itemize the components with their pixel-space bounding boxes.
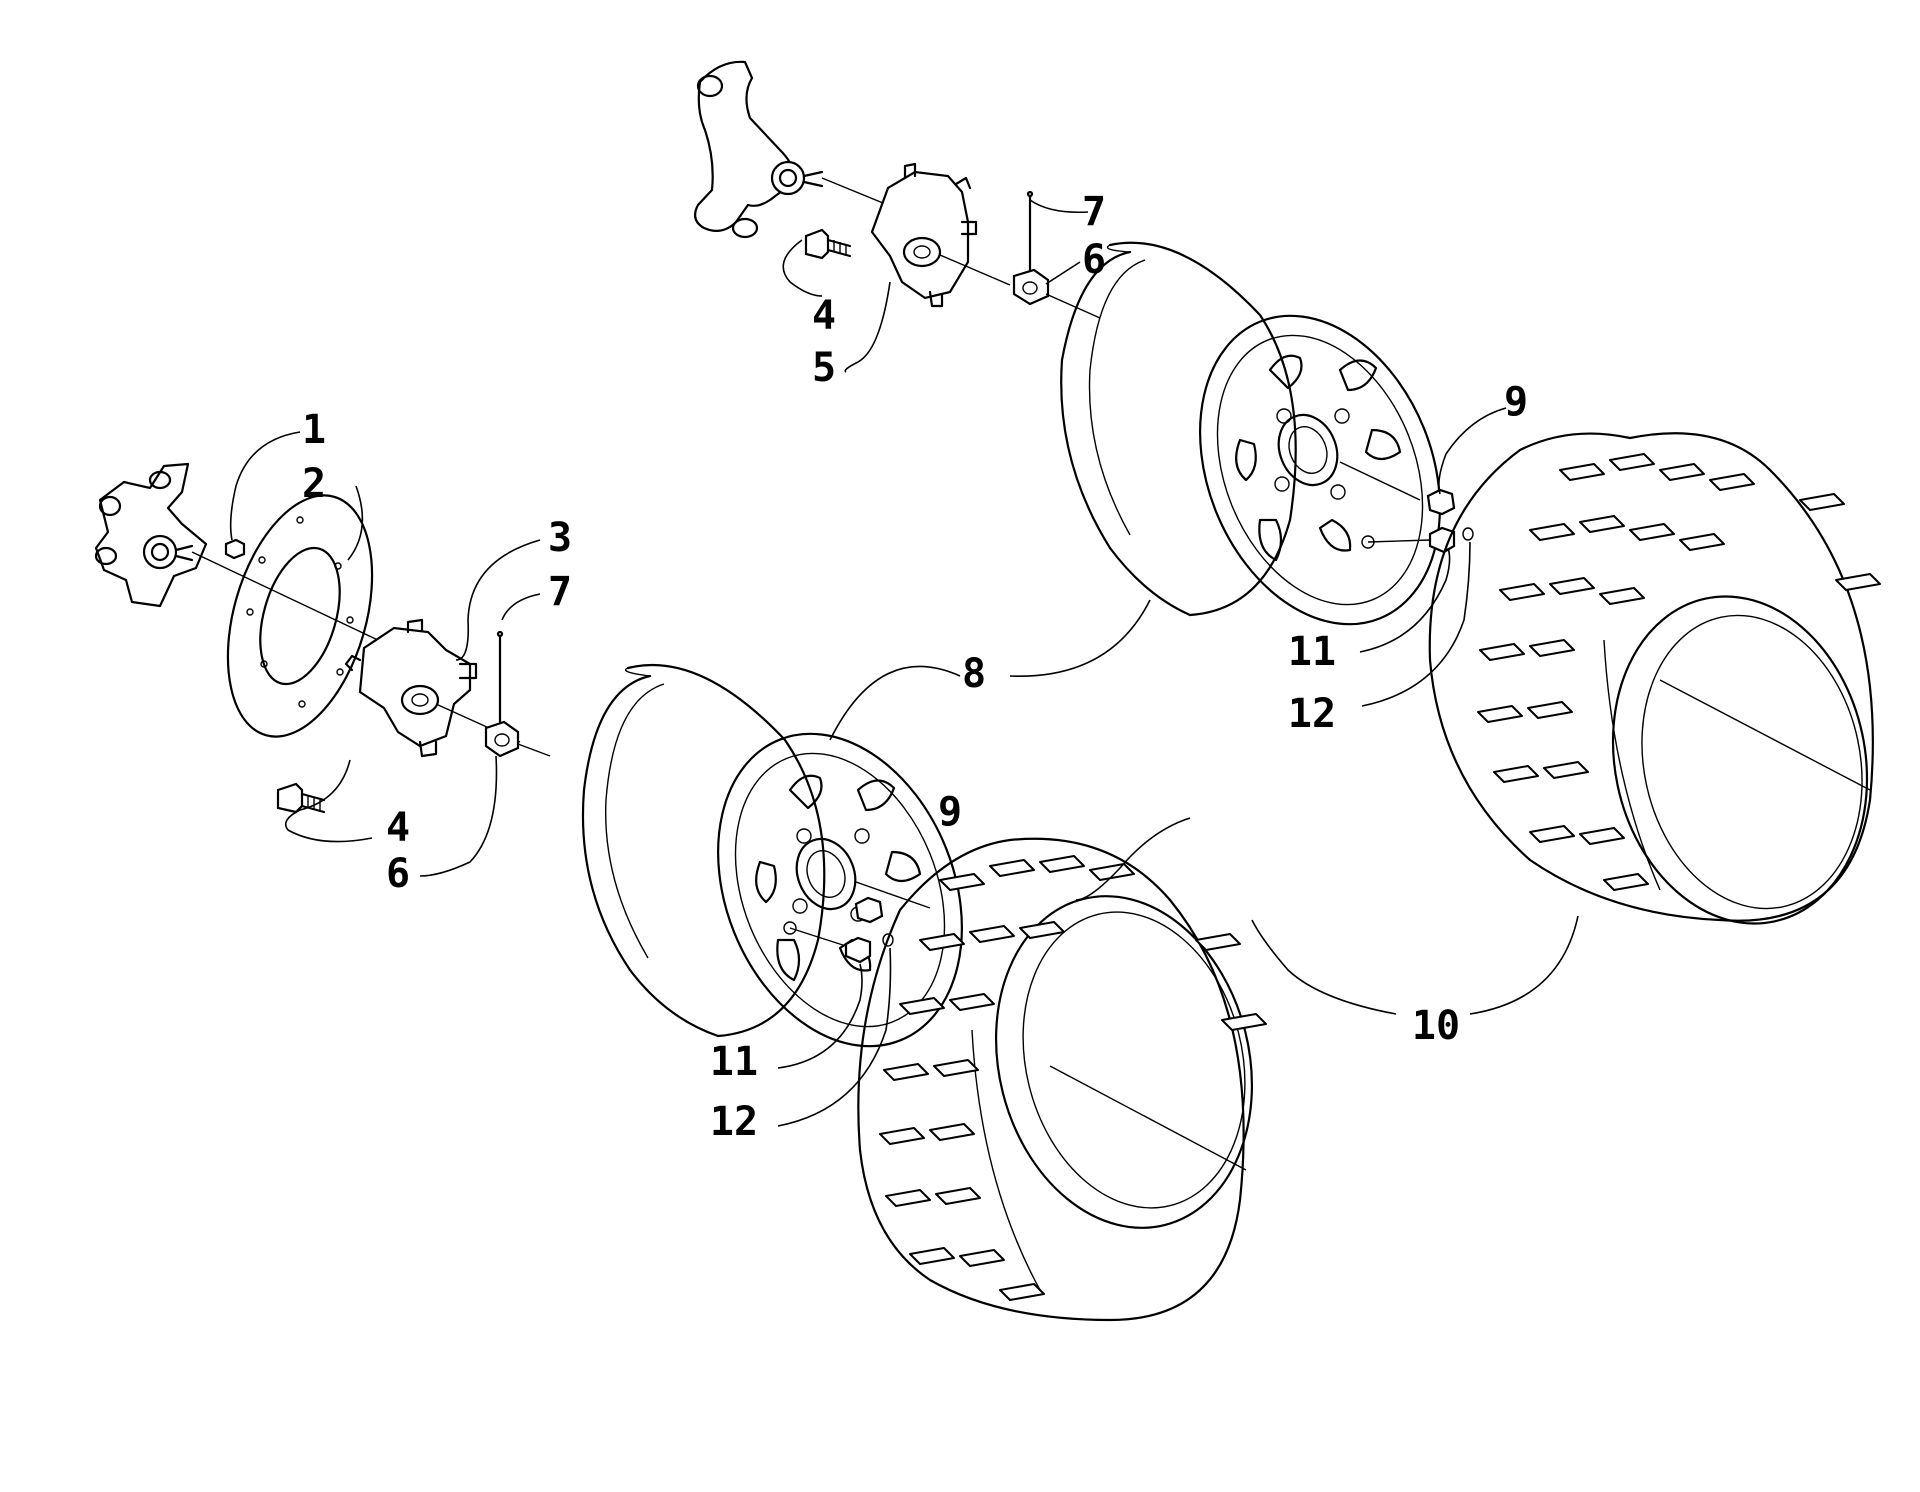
callout-labels: 1 2 3 7 4 6 7 6 4 5 8 9 11 12 9 11 12 10	[302, 189, 1528, 1145]
upper-castle-nut	[1012, 268, 1101, 319]
upper-steering-knuckle	[693, 60, 901, 239]
lower-steering-knuckle	[94, 462, 421, 661]
lower-castle-nut	[484, 720, 551, 758]
callout-4-upper: 4	[812, 293, 836, 339]
callout-2: 2	[302, 461, 326, 507]
callout-12-lower: 12	[710, 1099, 758, 1145]
lower-tire	[857, 837, 1267, 1322]
upper-valve-stem	[1367, 526, 1474, 554]
callout-8: 8	[962, 651, 986, 697]
upper-wheel-stud	[804, 228, 852, 260]
upper-tire-tread	[1477, 453, 1881, 891]
callout-7-upper: 7	[1082, 189, 1106, 235]
callout-6-upper: 6	[1082, 237, 1106, 283]
lower-rim	[581, 663, 963, 1048]
upper-tire	[1428, 432, 1881, 925]
callout-12-upper: 12	[1288, 691, 1336, 737]
upper-wheel-hub	[870, 162, 1011, 308]
callout-1: 1	[302, 407, 326, 453]
brake-disc	[226, 494, 374, 738]
lower-valve-stem	[789, 927, 894, 964]
callout-9-upper: 9	[1504, 379, 1528, 425]
callout-3: 3	[548, 515, 572, 561]
callout-11-upper: 11	[1288, 629, 1336, 675]
lower-lug-nut	[854, 896, 884, 924]
callout-7-lower: 7	[548, 569, 572, 615]
callout-10: 10	[1412, 1003, 1460, 1049]
callout-4-lower: 4	[386, 805, 410, 851]
upper-lug-nut	[1426, 488, 1456, 516]
lower-wheel-stud	[276, 782, 326, 814]
upper-rim	[1060, 241, 1442, 626]
lower-wheel-hub	[344, 618, 521, 758]
callout-6-lower: 6	[386, 851, 410, 897]
callout-11-lower: 11	[710, 1039, 758, 1085]
leader-lines	[229, 199, 1579, 1127]
callout-5: 5	[812, 345, 836, 391]
brake-disc-screw	[224, 538, 246, 560]
lower-cotter-pin	[496, 630, 504, 724]
upper-cotter-pin	[1026, 190, 1034, 272]
callout-9-lower: 9	[938, 789, 962, 835]
